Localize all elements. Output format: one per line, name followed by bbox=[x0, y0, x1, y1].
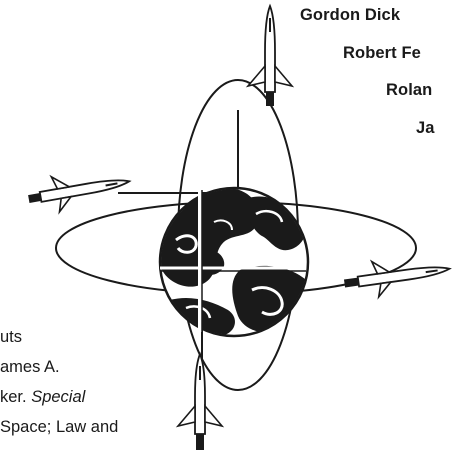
citation-line-4: Space; Law and bbox=[0, 418, 118, 437]
author-name-4: Ja bbox=[416, 119, 435, 138]
author-name-2: Robert Fe bbox=[343, 44, 421, 63]
citation-line-2: ames A. bbox=[0, 358, 60, 377]
citation-line-3-italic: Special bbox=[31, 388, 85, 406]
citation-line-3: ker. Special bbox=[0, 388, 85, 407]
author-name-3: Rolan bbox=[386, 81, 432, 100]
spaceplane-right bbox=[342, 251, 452, 301]
spaceplane-top bbox=[248, 6, 292, 106]
citation-line-3-text: ker. bbox=[0, 388, 31, 406]
spaceplane-bottom bbox=[178, 354, 222, 450]
author-name-1: Gordon Dick bbox=[300, 6, 400, 25]
spaceplane-left bbox=[26, 164, 133, 217]
citation-line-1: uts bbox=[0, 328, 22, 347]
